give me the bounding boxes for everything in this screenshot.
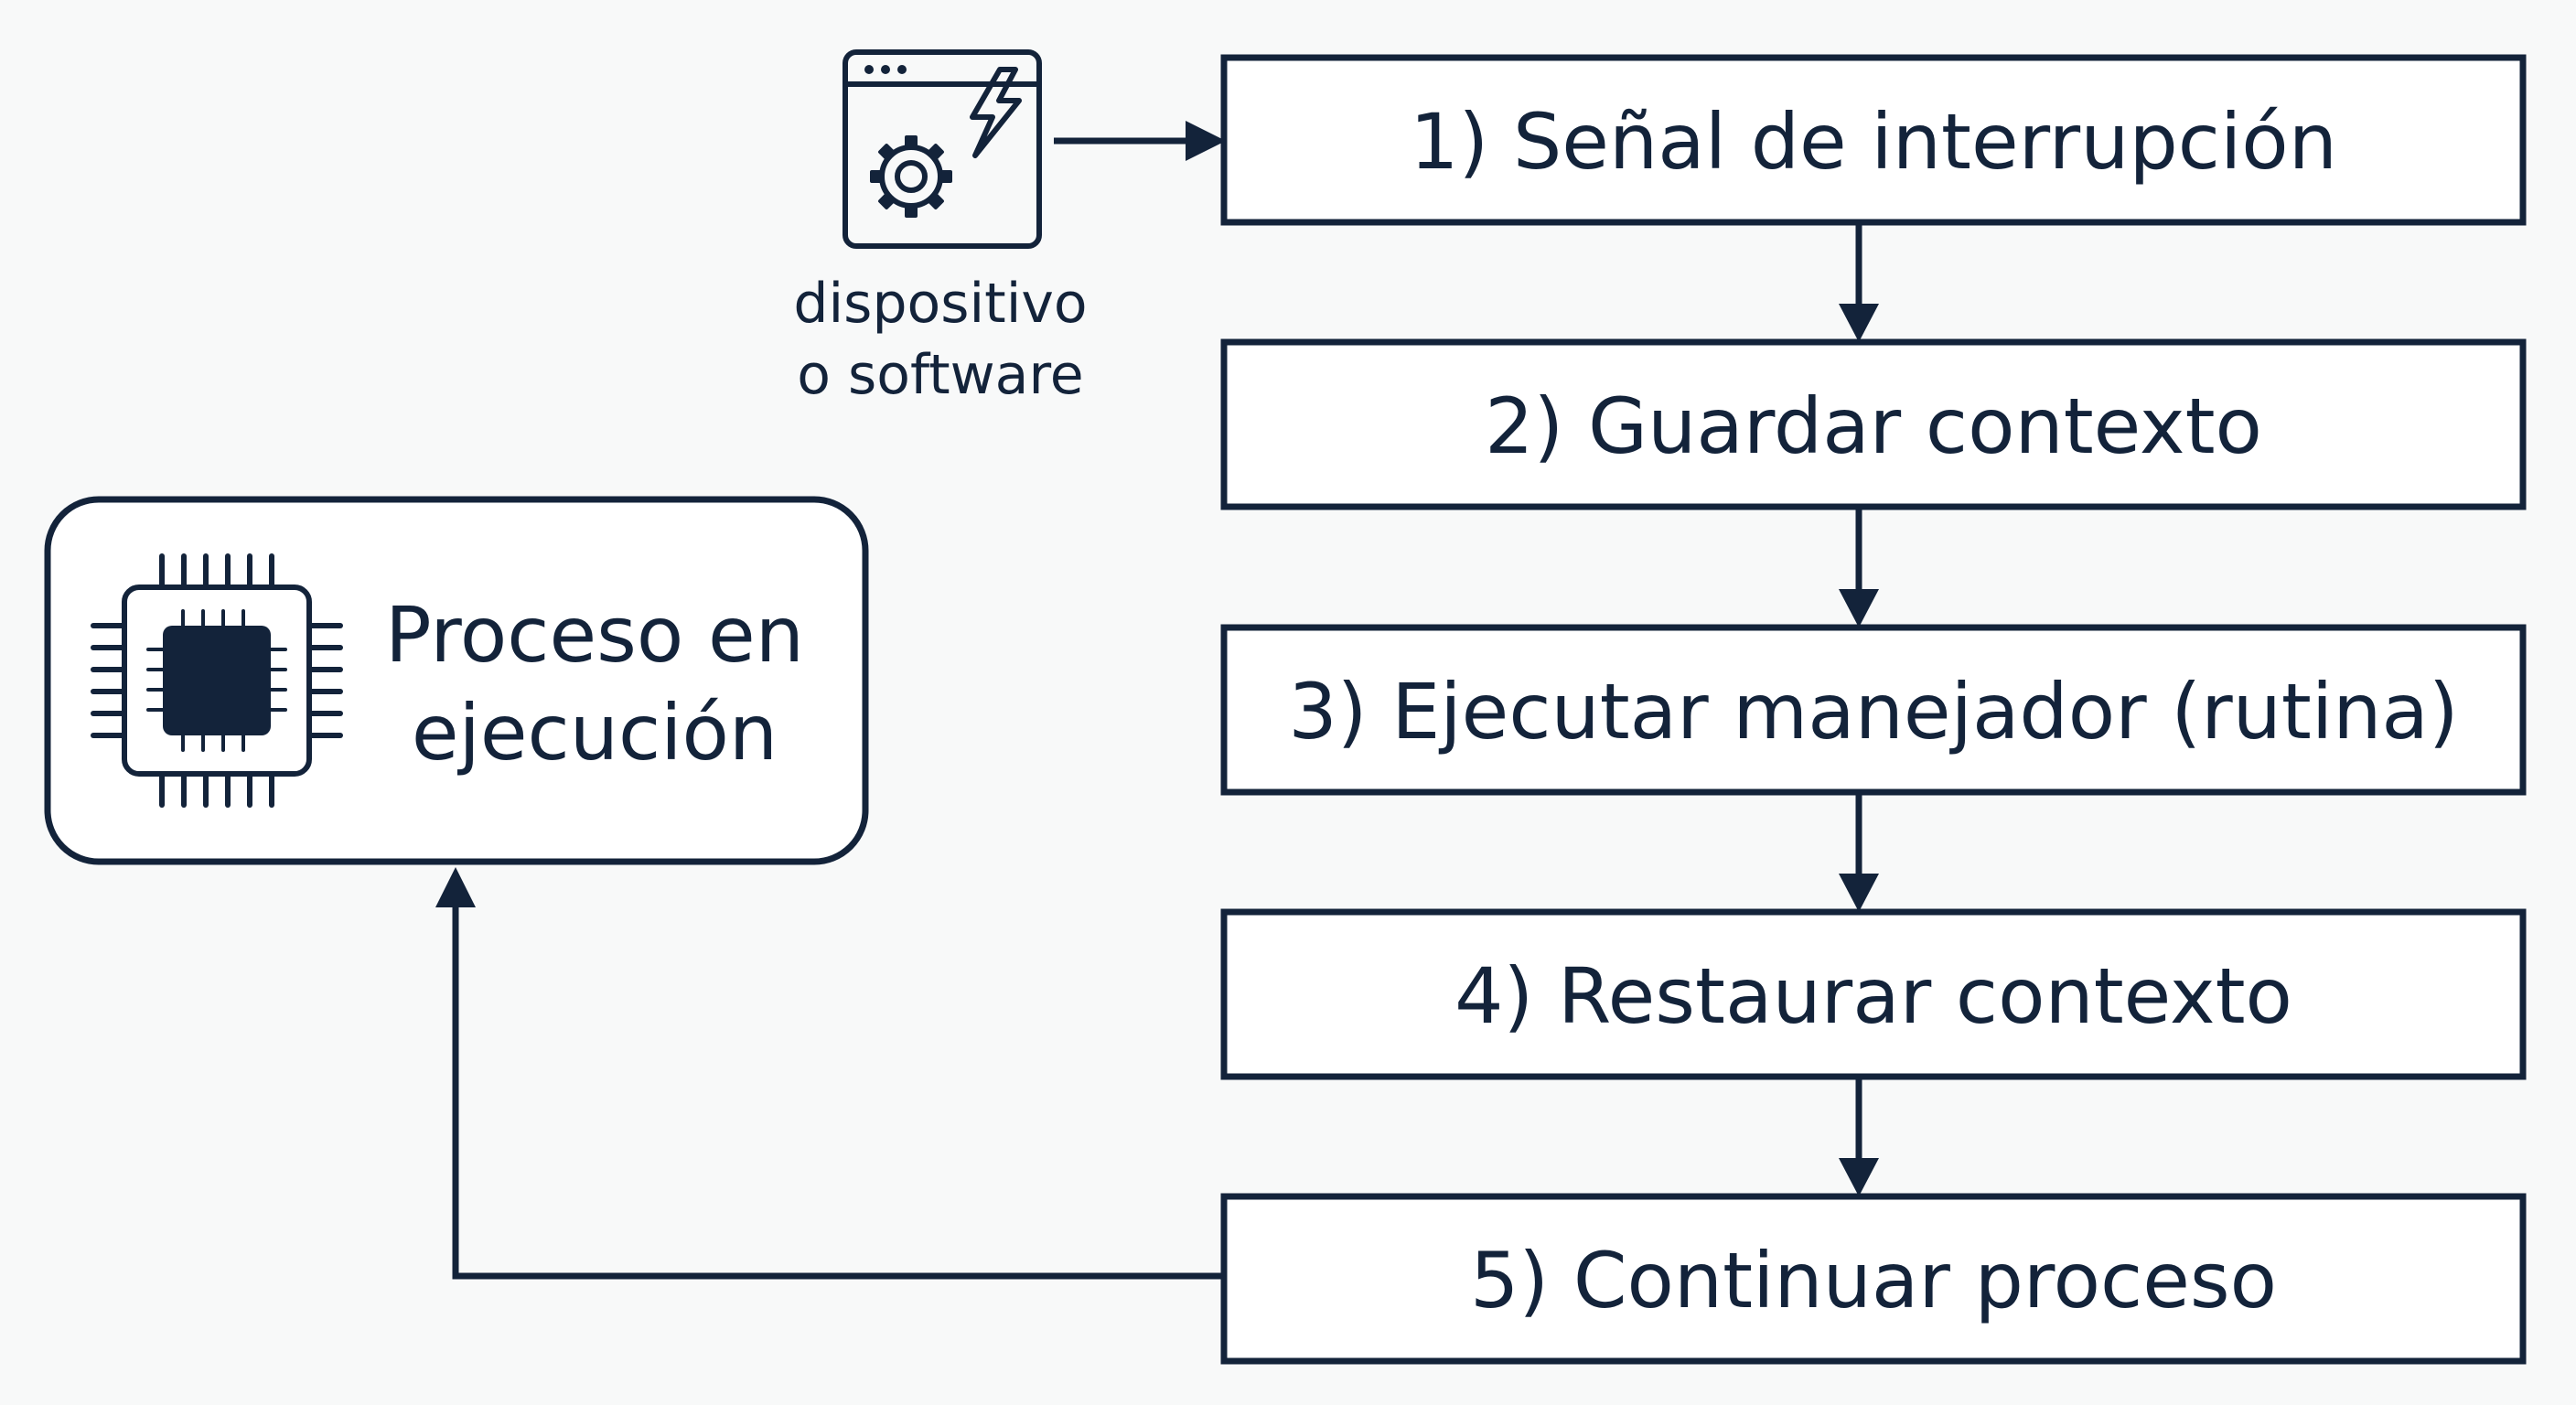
arrow-step1-to-step2: [1839, 222, 1879, 342]
step-box-4: 4) Restaurar contexto: [1220, 908, 2527, 1080]
step-label-2: 2) Guardar contexto: [1485, 381, 2262, 471]
window-gear-lightning-icon: [843, 49, 1042, 249]
process-label-line1: Proceso en: [385, 590, 804, 680]
step-box-3: 3) Ejecutar manejador (rutina): [1220, 624, 2527, 796]
arrow-step4-to-step5: [1839, 1077, 1879, 1196]
cpu-chip-icon: [91, 553, 343, 808]
source-label-line2: o software: [797, 343, 1083, 407]
step-label-1: 1) Señal de interrupción: [1410, 97, 2337, 187]
process-box: Proceso en ejecución: [44, 496, 869, 865]
arrow-step2-to-step3: [1839, 507, 1879, 627]
step-label-4: 4) Restaurar contexto: [1454, 951, 2292, 1041]
arrow-step3-to-step4: [1839, 792, 1879, 912]
step-box-1: 1) Señal de interrupción: [1220, 54, 2527, 226]
arrow-source-to-step1: [1054, 121, 1226, 161]
source-label-line1: dispositivo: [793, 272, 1087, 336]
step-label-5: 5) Continuar proceso: [1470, 1236, 2277, 1325]
step-box-2: 2) Guardar contexto: [1220, 338, 2527, 510]
step-box-5: 5) Continuar proceso: [1220, 1193, 2527, 1365]
arrow-step5-to-process: [435, 867, 1224, 1280]
process-label-line2: ejecución: [412, 688, 778, 778]
step-label-3: 3) Ejecutar manejador (rutina): [1288, 667, 2458, 756]
